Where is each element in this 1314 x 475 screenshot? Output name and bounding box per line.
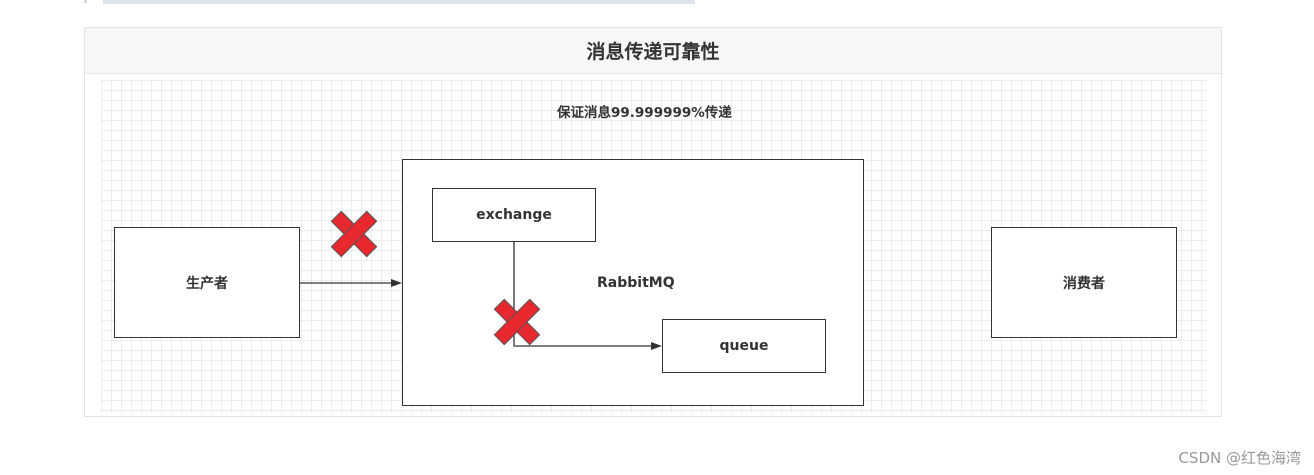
top-decor-bar bbox=[103, 0, 695, 4]
consumer-label: 消费者 bbox=[1063, 275, 1105, 292]
producer-label: 生产者 bbox=[186, 275, 228, 292]
consumer-box: 消费者 bbox=[991, 227, 1177, 338]
diagram-title: 消息传递可靠性 bbox=[85, 28, 1221, 74]
exchange-box: exchange bbox=[432, 188, 596, 242]
queue-label: queue bbox=[719, 338, 769, 354]
reliability-subtitle: 保证消息99.999999%传递 bbox=[557, 105, 732, 121]
queue-box: queue bbox=[662, 319, 826, 373]
rabbitmq-label: RabbitMQ bbox=[597, 275, 675, 291]
exchange-label: exchange bbox=[476, 207, 552, 223]
csdn-watermark: CSDN @红色海湾 bbox=[1178, 449, 1301, 467]
top-decor-left bbox=[84, 0, 87, 3]
producer-box: 生产者 bbox=[114, 227, 300, 338]
